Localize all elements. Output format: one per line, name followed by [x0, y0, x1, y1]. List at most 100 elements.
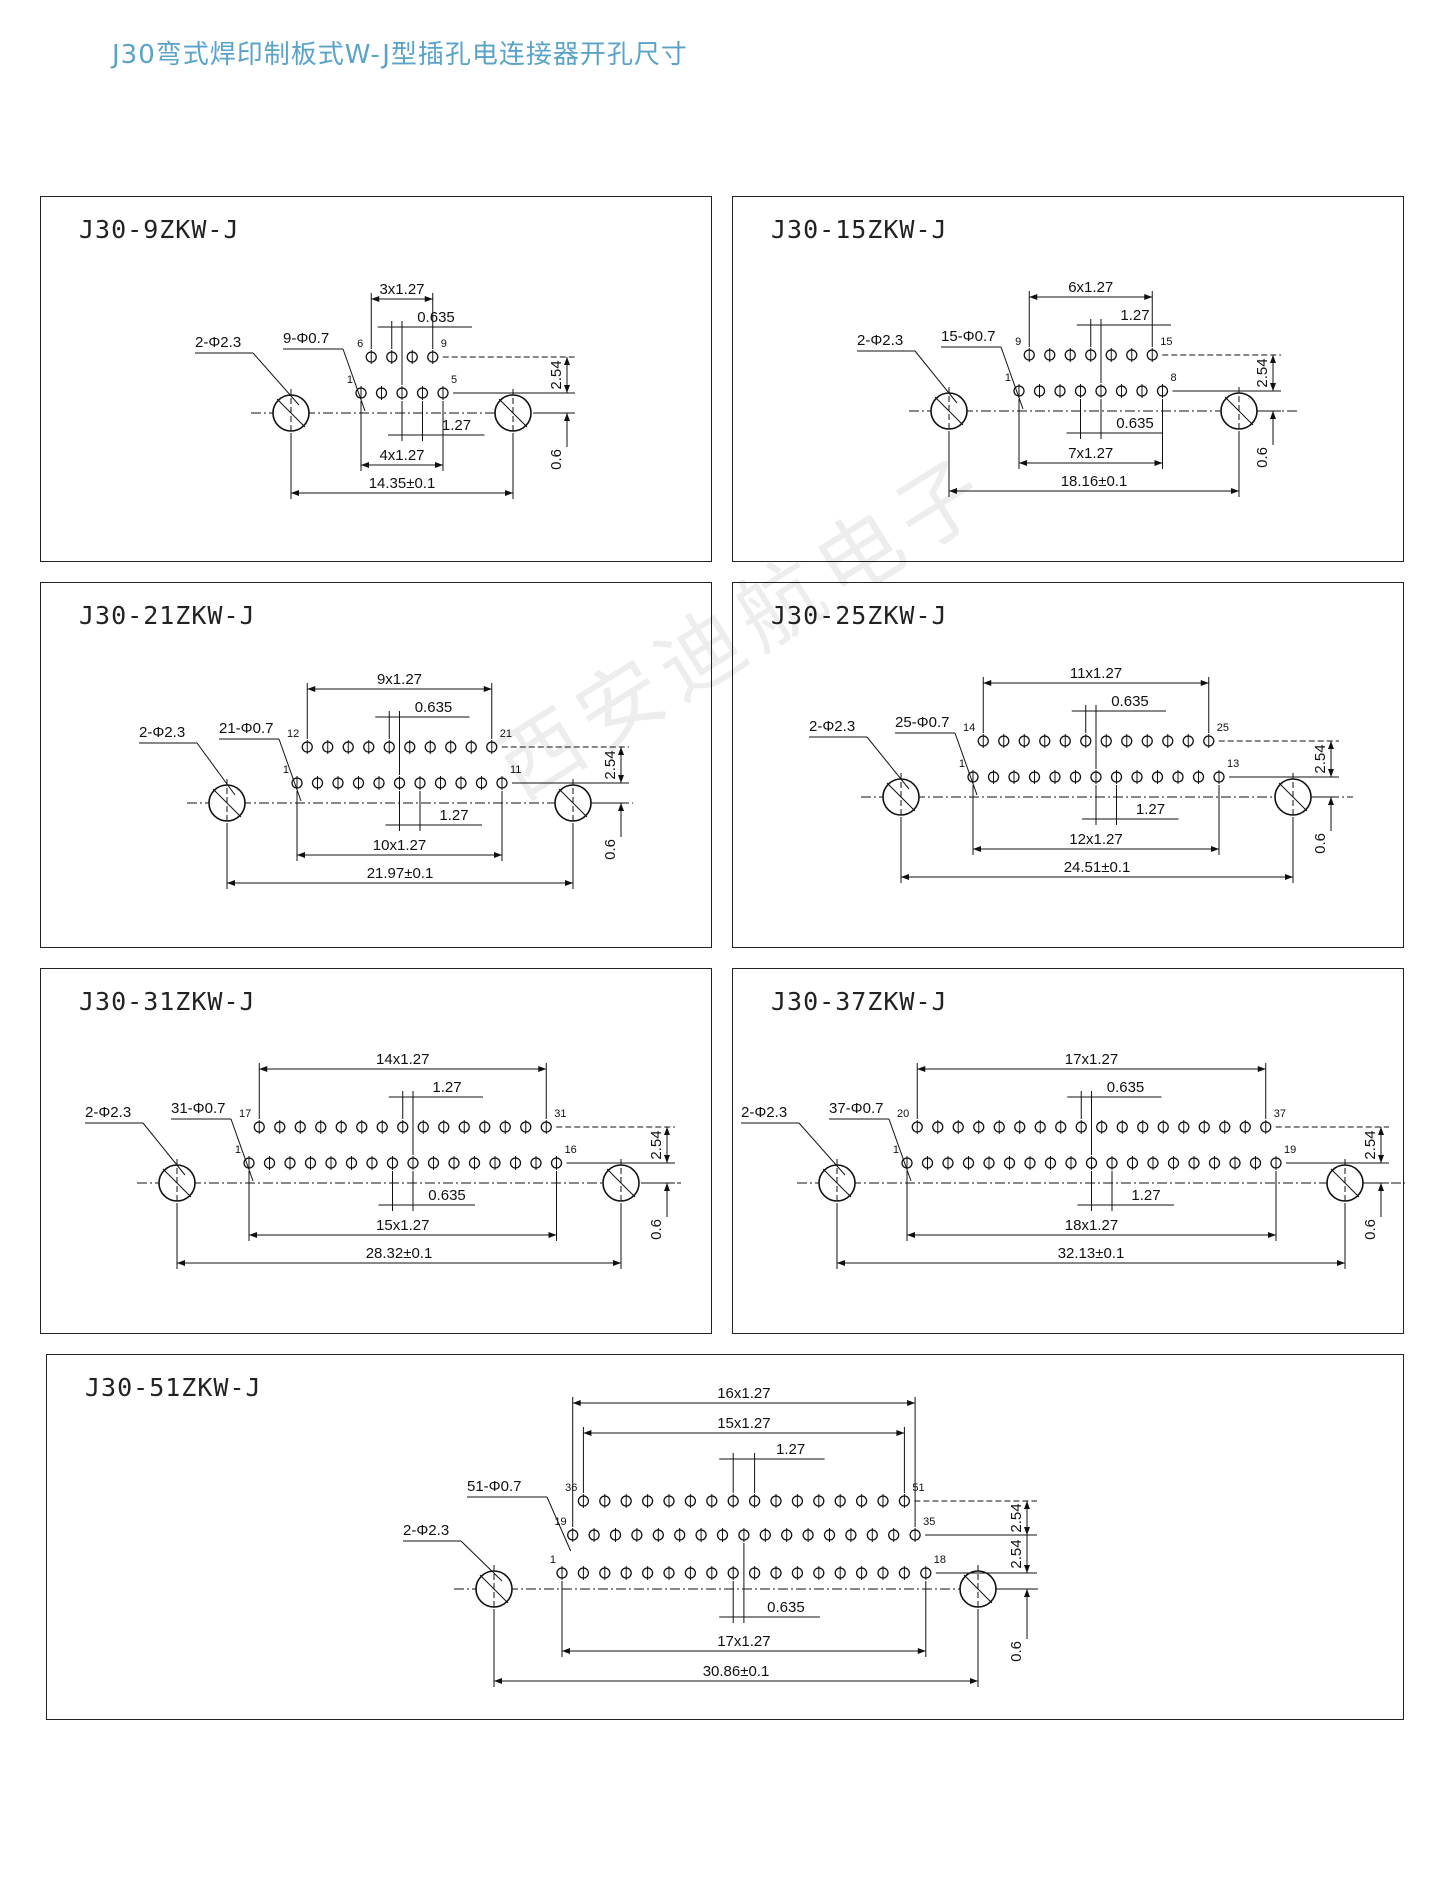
- dimension-arrow: [618, 803, 624, 811]
- mounting-hole-leader: [606, 1168, 636, 1198]
- dimension-label: 0.6: [1362, 1219, 1379, 1240]
- dimension-label: 18x1.27: [1065, 1217, 1118, 1234]
- dimension-label: 18.16±0.1: [1061, 473, 1128, 490]
- dimension-arrow: [583, 1430, 592, 1436]
- mounting-hole-leader: [558, 788, 588, 818]
- leader-line: [460, 1540, 503, 1582]
- dimension-label: 0.6: [1312, 833, 1329, 854]
- mounting-hole-leader: [963, 1574, 993, 1604]
- dimension-arrow: [494, 1678, 502, 1684]
- dimension-arrow: [371, 296, 380, 302]
- pin-hole-label: 37-Φ0.7: [829, 1100, 884, 1117]
- panel-model-title: J30-31ZKW-J: [79, 987, 256, 1016]
- dimension-arrow: [1328, 741, 1334, 749]
- dimension-arrow: [564, 357, 570, 365]
- mounting-hole-leader: [162, 1168, 192, 1198]
- dimension-arrow: [907, 1232, 915, 1238]
- dimension-arrow: [564, 385, 570, 393]
- pin-number: 18: [934, 1554, 946, 1566]
- dimension-label: 24.51±0.1: [1064, 859, 1131, 876]
- dimension-arrow: [1024, 1589, 1030, 1597]
- mount-hole-label: 2-Φ2.3: [741, 1104, 787, 1121]
- page-title: J30弯式焊印制板式W-J型插孔电连接器开孔尺寸: [112, 40, 688, 70]
- dimension-arrow: [1024, 1501, 1030, 1509]
- panel-model-title: J30-37ZKW-J: [771, 987, 948, 1016]
- dimension-arrow: [907, 1400, 916, 1406]
- dimension-arrow: [494, 852, 502, 858]
- dimension-arrow: [983, 680, 992, 686]
- dimension-arrow: [1378, 1155, 1384, 1163]
- dimension-label: 9x1.27: [377, 671, 422, 688]
- dimension-arrow: [949, 488, 957, 494]
- leader-line: [142, 1122, 186, 1176]
- dimension-label: 0.635: [767, 1599, 805, 1616]
- dimension-arrow: [1328, 769, 1334, 777]
- dimension-arrow: [1285, 874, 1293, 880]
- dimension-label: 2.54: [648, 1130, 665, 1159]
- leader-line: [866, 736, 910, 790]
- pin-number: 25: [1217, 722, 1229, 734]
- panel-model-title: J30-15ZKW-J: [771, 215, 948, 244]
- pin-number: 17: [239, 1108, 251, 1120]
- pin-number: 1: [550, 1554, 556, 1566]
- dimension-label: 0.6: [1008, 1641, 1025, 1662]
- dimension-arrow: [227, 880, 235, 886]
- pin-number: 6: [357, 338, 363, 350]
- dimension-arrow: [613, 1260, 621, 1266]
- leader-line: [252, 352, 300, 406]
- dimension-label: 12x1.27: [1069, 831, 1122, 848]
- mounting-hole-leader: [934, 396, 964, 426]
- leader-line: [1000, 346, 1024, 410]
- dimension-arrow: [1270, 383, 1276, 391]
- dimension-label: 4x1.27: [379, 447, 424, 464]
- pin-hole-label: 31-Φ0.7: [171, 1100, 226, 1117]
- pin-number: 13: [1227, 758, 1239, 770]
- dimension-arrow: [297, 852, 305, 858]
- dimension-arrow: [618, 775, 624, 783]
- dimension-arrow: [970, 1678, 978, 1684]
- dimension-label: 11x1.27: [1070, 665, 1122, 682]
- pin-hole-label: 25-Φ0.7: [895, 714, 950, 731]
- dimension-arrow: [1268, 1232, 1276, 1238]
- pin-number: 1: [893, 1144, 899, 1156]
- dimension-label: 16x1.27: [717, 1385, 770, 1402]
- mounting-hole-leader: [1278, 782, 1308, 812]
- leader-line: [278, 738, 302, 802]
- dimension-arrow: [538, 1066, 547, 1072]
- dimension-arrow: [917, 1066, 926, 1072]
- dimension-label: 0.6: [602, 839, 619, 860]
- dimension-label: 32.13±0.1: [1058, 1245, 1125, 1262]
- pin-hole-label: 51-Φ0.7: [467, 1478, 522, 1495]
- pin-hole-label: 9-Φ0.7: [283, 330, 329, 347]
- mount-hole-label: 2-Φ2.3: [403, 1522, 449, 1539]
- dimension-label: 0.6: [648, 1219, 665, 1240]
- dimension-arrow: [505, 490, 513, 496]
- dimension-arrow: [1231, 488, 1239, 494]
- dimension-label: 21.97±0.1: [367, 865, 434, 882]
- dimension-label: 0.635: [1111, 693, 1149, 710]
- dimension-arrow: [1019, 460, 1027, 466]
- dimension-arrow: [307, 686, 316, 692]
- mounting-hole-leader: [276, 398, 306, 428]
- panel-model-title: J30-25ZKW-J: [771, 601, 948, 630]
- dimension-label: 1.27: [1136, 801, 1165, 818]
- dimension-label: 2.54: [1254, 358, 1271, 387]
- dimension-arrow: [1328, 797, 1334, 805]
- dimension-label: 2.54: [1008, 1503, 1025, 1532]
- pin-hole-label: 21-Φ0.7: [219, 720, 274, 737]
- leader-line: [196, 742, 236, 796]
- pin-number: 37: [1274, 1108, 1286, 1120]
- leader-line: [798, 1122, 846, 1176]
- dimension-label: 1.27: [1120, 307, 1149, 324]
- dimension-label: 2.54: [1362, 1130, 1379, 1159]
- pin-number: 9: [1015, 336, 1021, 348]
- dimension-arrow: [917, 1648, 926, 1654]
